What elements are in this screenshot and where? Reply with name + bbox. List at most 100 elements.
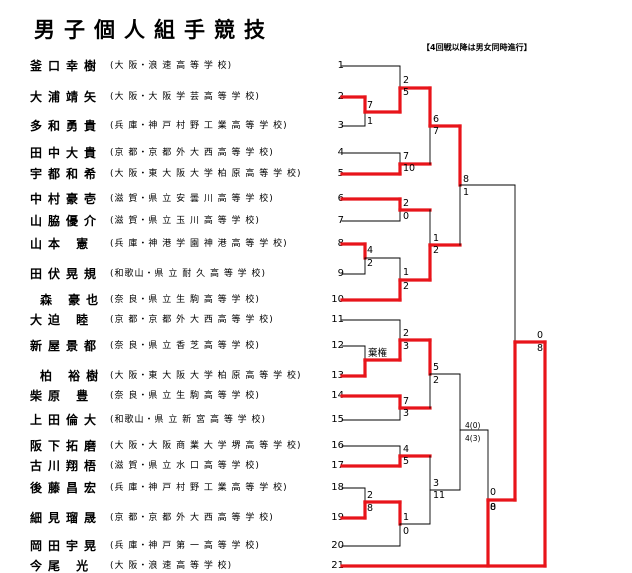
seed-number: 3 — [337, 120, 344, 131]
match-score: 2 — [403, 198, 409, 209]
player-affiliation: (滋 賀・県 立 水 口 高 等 学 校) — [110, 461, 260, 471]
seed-number: 19 — [331, 512, 344, 523]
schedule-note: 【4回戦以降は男女同時進行】 — [422, 43, 532, 52]
seed-number: 17 — [331, 460, 344, 471]
match-score: 4(3) — [465, 434, 480, 443]
match-score: 5 — [403, 87, 409, 98]
player-affiliation: (兵 庫・神 戸 村 野 工 業 高 等 学 校) — [110, 121, 288, 131]
match-score: 0 — [490, 487, 496, 498]
player-name: 細見瑠晟 — [30, 511, 103, 525]
player-affiliation: (和歌山・県 立 耐 久 高 等 学 校) — [110, 269, 267, 279]
player-name: 後藤昌宏 — [30, 481, 103, 495]
seed-number: 4 — [337, 147, 344, 158]
match-score: 4(0) — [465, 421, 480, 430]
match-score: 5 — [403, 456, 409, 467]
player-name: 田中大貴 — [30, 146, 103, 160]
player-affiliation: (滋 賀・県 立 玉 川 高 等 学 校) — [110, 216, 260, 226]
player-affiliation: (兵 庫・神 戸 第 一 高 等 学 校) — [110, 541, 260, 551]
player-affiliation: (大 阪・東 大 阪 大 学 柏 原 高 等 学 校) — [110, 371, 302, 381]
match-score: 0 — [403, 526, 409, 537]
match-score: 1 — [403, 512, 409, 523]
seed-number: 1 — [337, 60, 344, 71]
player-affiliation: (京 都・京 都 外 大 西 高 等 学 校) — [110, 148, 274, 158]
player-name: 阪下拓磨 — [30, 439, 103, 453]
player-affiliation: (京 都・京 都 外 大 西 高 等 学 校) — [110, 513, 274, 523]
player-affiliation: (大 阪・浪 速 高 等 学 校) — [110, 561, 233, 571]
player-name: 田伏晃規 — [30, 267, 103, 281]
player-name: 上田倫大 — [30, 413, 103, 427]
player-name: 古川翔梧 — [30, 459, 103, 473]
match-score: 7 — [367, 100, 373, 111]
player-affiliation: (兵 庫・神 戸 村 野 工 業 高 等 学 校) — [110, 483, 288, 493]
player-affiliation: (奈 良・県 立 生 駒 高 等 学 校) — [110, 295, 260, 305]
match-score: 2 — [403, 328, 409, 339]
match-score: 2 — [403, 75, 409, 86]
player-name: 山本 憲 — [30, 237, 95, 251]
player-name: 大迫 睦 — [30, 313, 95, 327]
match-score: 8 — [490, 502, 496, 513]
player-name: 大浦靖矢 — [30, 90, 103, 104]
player-name: 釜口幸樹 — [30, 59, 103, 73]
player-affiliation: (大 阪・大 阪 商 業 大 学 堺 高 等 学 校) — [110, 441, 302, 451]
player-name: 中村豪壱 — [30, 192, 103, 206]
match-score: 11 — [433, 490, 445, 501]
match-score: 8 — [367, 503, 373, 514]
match-score: 1 — [367, 116, 373, 127]
seed-number: 21 — [331, 560, 344, 571]
seed-number: 9 — [337, 268, 344, 279]
match-score: 3 — [403, 341, 409, 352]
match-score: 6 — [433, 114, 439, 125]
seed-number: 7 — [337, 215, 344, 226]
match-score: 2 — [433, 375, 439, 386]
player-affiliation: (京 都・京 都 外 大 西 高 等 学 校) — [110, 315, 274, 325]
match-score: 7 — [403, 396, 409, 407]
match-score: 1 — [463, 187, 469, 198]
seed-number: 13 — [331, 370, 344, 381]
player-affiliation: (奈 良・県 立 香 芝 高 等 学 校) — [110, 341, 260, 351]
match-score: 4 — [403, 444, 409, 455]
player-name: 岡田宇晃 — [30, 539, 103, 553]
player-name: 柴原 豊 — [30, 389, 95, 403]
seed-number: 16 — [331, 440, 344, 451]
seed-number: 12 — [331, 340, 344, 351]
player-name: 宇都和希 — [30, 167, 103, 181]
page-title: 男子個人組手競技 — [34, 18, 274, 42]
match-score: 3 — [403, 408, 409, 419]
match-score: 2 — [367, 490, 373, 501]
match-score: 3 — [433, 478, 439, 489]
match-score: 5 — [433, 362, 439, 373]
match-score: 1 — [403, 267, 409, 278]
player-affiliation: (大 阪・大 阪 学 芸 高 等 学 校) — [110, 92, 260, 102]
player-name: 山脇優介 — [30, 214, 103, 228]
player-affiliation: (滋 賀・県 立 安 曇 川 高 等 学 校) — [110, 194, 274, 204]
seed-number: 20 — [331, 540, 344, 551]
match-score: 10 — [403, 163, 415, 174]
match-score: 8 — [537, 343, 543, 354]
match-score: 0 — [537, 330, 543, 341]
match-score: 0 — [490, 502, 496, 513]
seed-number: 14 — [331, 390, 344, 401]
player-affiliation: (奈 良・県 立 生 駒 高 等 学 校) — [110, 391, 260, 401]
player-name: 新屋景都 — [30, 339, 103, 353]
player-affiliation: (和歌山・県 立 新 宮 高 等 学 校) — [110, 415, 267, 425]
match-score: 4 — [367, 245, 373, 256]
match-score: 8 — [463, 174, 469, 185]
player-affiliation: (大 阪・浪 速 高 等 学 校) — [110, 61, 233, 71]
player-name: 多和勇貴 — [30, 119, 103, 133]
seed-number: 10 — [331, 294, 344, 305]
player-affiliation: (兵 庫・神 港 学 園 神 港 高 等 学 校) — [110, 239, 288, 249]
match-score: 0 — [403, 211, 409, 222]
match-score: 2 — [433, 245, 439, 256]
match-score: 1 — [433, 233, 439, 244]
seed-number: 15 — [331, 414, 344, 425]
player-name: 今尾 光 — [30, 559, 95, 573]
match-score: 2 — [367, 258, 373, 269]
match-score: 7 — [403, 151, 409, 162]
match-score: 棄権 — [368, 347, 388, 359]
player-name: 柏 裕樹 — [40, 369, 105, 383]
seed-number: 18 — [331, 482, 344, 493]
player-name: 森 豪也 — [40, 293, 105, 307]
match-score: 2 — [403, 281, 409, 292]
player-affiliation: (大 阪・東 大 阪 大 学 柏 原 高 等 学 校) — [110, 169, 302, 179]
